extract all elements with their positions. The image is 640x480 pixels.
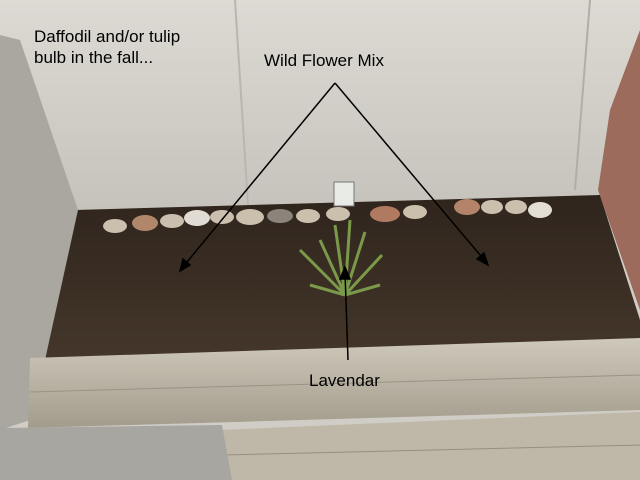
bulbs-annotation: Daffodil and/or tulip bulb in the fall..… [34, 27, 181, 67]
arrow-wildflower-left [181, 82, 336, 269]
lavender-annotation: Lavendar [309, 371, 380, 390]
annotation-arrows [178, 82, 490, 361]
plant-tag [333, 181, 355, 207]
left-concrete-wall [0, 35, 78, 430]
wildflower-annotation: Wild Flower Mix [264, 51, 384, 70]
concrete-step [0, 425, 232, 480]
lavender-plant [298, 219, 384, 297]
front-timber [28, 338, 640, 428]
right-brick-wall [598, 30, 640, 310]
soil-bed [40, 195, 640, 358]
lower-timber [220, 412, 640, 480]
border-stones [103, 199, 552, 233]
arrow-wildflower-right [334, 82, 487, 263]
concrete-back-wall [0, 0, 640, 215]
arrow-lavender [344, 271, 349, 361]
